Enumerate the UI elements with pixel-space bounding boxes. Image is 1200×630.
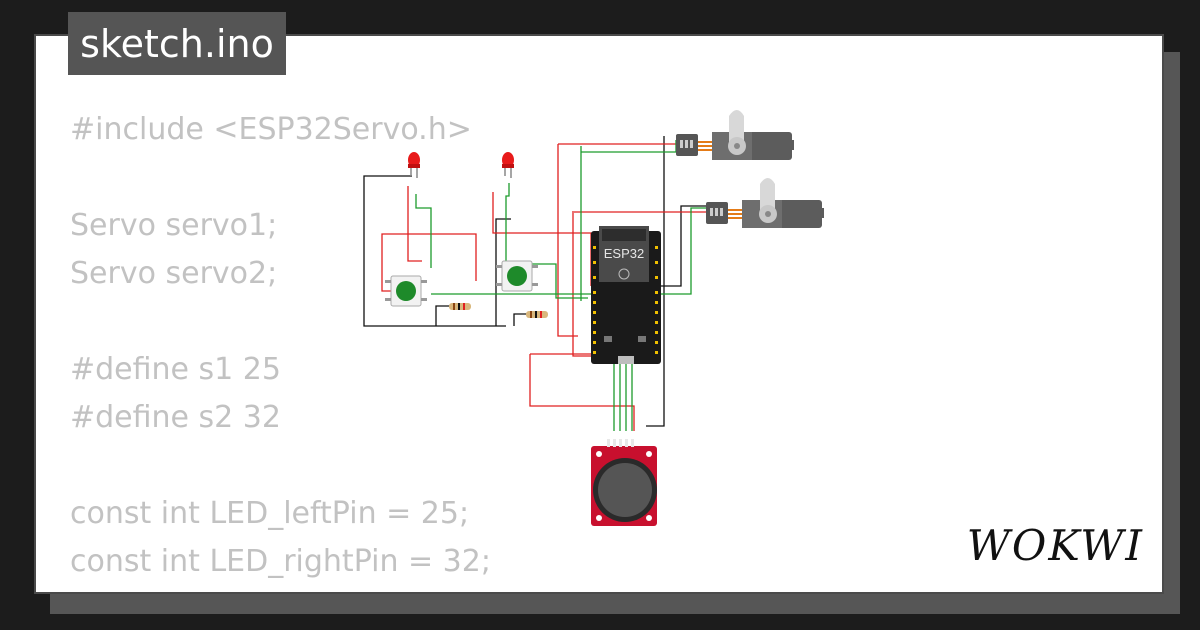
led-left — [408, 152, 420, 178]
code-line: const int LED_leftPin = 25; — [70, 496, 470, 531]
code-line: #define s1 25 — [70, 352, 281, 387]
led-right — [502, 152, 514, 178]
servo-motor-1 — [676, 110, 794, 160]
code-line: const int LED_rightPin = 32; — [70, 544, 491, 579]
wire-black-3 — [646, 136, 665, 427]
wire-green-7 — [654, 207, 712, 295]
wire-black-1 — [363, 175, 506, 327]
wire-green-6 — [581, 140, 677, 153]
code-line: #define s2 32 — [70, 400, 281, 435]
wire-red-1 — [381, 233, 477, 292]
wire-red-7 — [529, 354, 635, 431]
resistor-1 — [449, 303, 471, 310]
push-button-left — [385, 275, 427, 307]
code-preview: #include <ESP32Servo.h> Servo servo1; Serv… — [70, 106, 491, 586]
wokwi-logo[interactable]: WOKWI — [966, 521, 1144, 570]
wire-green-2 — [505, 183, 510, 261]
wire-red-9 — [407, 186, 422, 262]
esp32-label: ESP32 — [604, 246, 644, 261]
wire-black-6 — [654, 205, 712, 287]
file-tab[interactable]: sketch.ino — [68, 12, 286, 75]
wire-green-1 — [415, 194, 432, 268]
code-line: #include <ESP32Servo.h> — [70, 112, 472, 147]
push-button-right — [496, 260, 538, 292]
esp32-board: ESP32 — [591, 226, 661, 364]
resistor-2 — [526, 311, 548, 318]
code-line: Servo servo1; — [70, 208, 278, 243]
wire-red-6 — [558, 138, 697, 145]
project-card: #include <ESP32Servo.h> Servo servo1; Serv… — [34, 34, 1164, 594]
circuit-diagram: ESP32 — [363, 110, 824, 526]
joystick-module — [591, 439, 657, 526]
wire-red-3 — [572, 211, 596, 357]
wire-red-5 — [557, 144, 578, 337]
servo-motor-2 — [706, 178, 824, 228]
code-line: Servo servo2; — [70, 256, 278, 291]
